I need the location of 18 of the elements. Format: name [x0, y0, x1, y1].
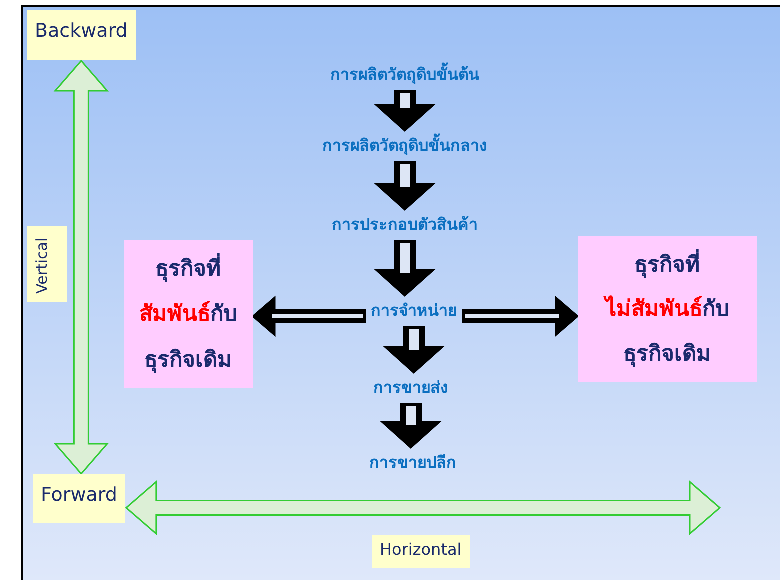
business-box: [578, 236, 757, 382]
box-text: ไม่สัมพันธ์กับ: [602, 294, 730, 324]
box-text: ธุรกิจเดิม: [144, 346, 234, 376]
box-text: สัมพันธ์กับ: [138, 300, 238, 330]
stage-text: การผลิตวัตถุดิบขั้นต้น: [326, 60, 484, 89]
axis-label: Vertical: [27, 226, 67, 302]
stage-text: การขายปลีก: [366, 448, 460, 477]
stage-text: การขายส่ง: [370, 373, 452, 402]
term-label: Forward: [33, 474, 126, 523]
stage-text: การจำหน่าย: [367, 296, 461, 325]
stage-text: การผลิตวัตถุดิบขั้นกลาง: [318, 131, 492, 160]
box-text: ธุรกิจที่: [582, 246, 753, 282]
stage-text: การประกอบตัวสินค้า: [328, 210, 482, 239]
axis-label: Horizontal: [372, 535, 470, 568]
term-label: Backward: [27, 10, 136, 60]
box-text: ธุรกิจเดิม: [622, 341, 712, 370]
business-box: [124, 240, 253, 388]
box-text: ธุรกิจที่: [128, 251, 249, 286]
